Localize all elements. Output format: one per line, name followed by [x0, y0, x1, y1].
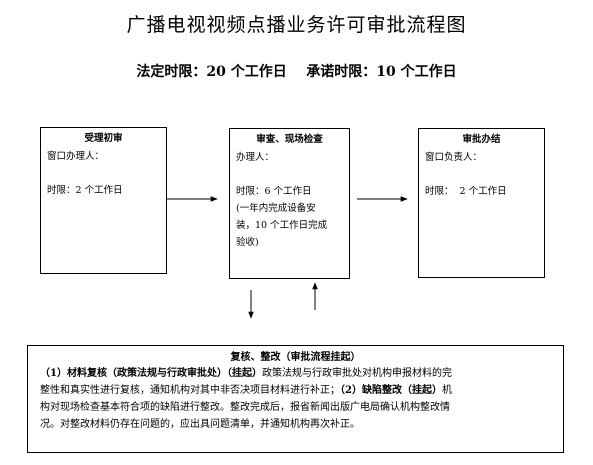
- step-review-box: 审查、现场检查 办理人： 时限：6 个工作日 (一年内完成设备安 装，10 个工…: [229, 128, 350, 279]
- step-review-note-1: (一年内完成设备安: [236, 203, 316, 214]
- step-acceptance-box: 受理初审 窗口办理人： 时限：2 个工作日: [40, 127, 167, 274]
- step-review-title: 审查、现场检查: [256, 134, 323, 145]
- defect-rectification-label: （2）缺陷整改（挂起）: [340, 385, 442, 396]
- material-review-label: （1）材料复核（政策法规与行政审批处）（挂起）: [40, 368, 262, 379]
- step-review-note-3: 验收): [236, 237, 259, 248]
- step-acceptance-time: 时限：2 个工作日: [47, 185, 123, 196]
- rectification-box: 复核、整改（审批流程挂起） （1）材料复核（政策法规与行政审批处）（挂起）政策法…: [27, 345, 564, 453]
- step-review-handler: 办理人：: [236, 152, 275, 163]
- defect-rectification-text: 机: [441, 385, 452, 396]
- step-review-blank: [236, 166, 343, 183]
- step-acceptance-handler: 窗口办理人：: [47, 151, 105, 162]
- statutory-time-limit: 法定时限：20 个工作日: [136, 64, 287, 80]
- rectification-line-1: （1）材料复核（政策法规与行政审批处）（挂起）政策法规与行政审批处对机构申报材料…: [40, 365, 551, 382]
- rectification-line-2: 整性和真实性进行复核，通知机构对其中非否决项目材料进行补正；（2）缺陷整改（挂起…: [40, 382, 551, 399]
- promised-time-limit: 承诺时限：10 个工作日: [306, 64, 457, 80]
- step-review-time: 时限：6 个工作日: [236, 186, 312, 197]
- material-review-text: 政策法规与行政审批处对机构申报材料的完: [261, 368, 452, 379]
- step-approval-handler: 窗口负责人：: [425, 152, 483, 163]
- step-acceptance-blank: [47, 165, 160, 182]
- step-acceptance-title: 受理初审: [84, 133, 123, 144]
- rectification-line-4: 况。对整改材料仍存在问题的，应出具问题清单，并通知机构再次补正。: [40, 419, 360, 430]
- step-approval-box: 审批办结 窗口负责人： 时限： 2 个工作日: [418, 128, 545, 278]
- step-approval-blank: [425, 166, 538, 183]
- step-approval-time: 时限： 2 个工作日: [425, 186, 507, 197]
- time-limits: 法定时限：20 个工作日 承诺时限：10 个工作日: [0, 61, 593, 81]
- rectification-title: 复核、整改（审批流程挂起）: [230, 352, 361, 363]
- step-review-note-2: 装，10 个工作日完成: [236, 220, 328, 231]
- page-title: 广播电视视频点播业务许可审批流程图: [126, 14, 467, 36]
- step-approval-title: 审批办结: [462, 134, 501, 145]
- rectification-line-3: 构对现场检查基本符合项的缺陷进行整改。整改完成后，报省新闻出版广电局确认机构整改…: [40, 402, 450, 413]
- material-review-text-cont: 整性和真实性进行复核，通知机构对其中非否决项目材料进行补正；: [40, 385, 340, 396]
